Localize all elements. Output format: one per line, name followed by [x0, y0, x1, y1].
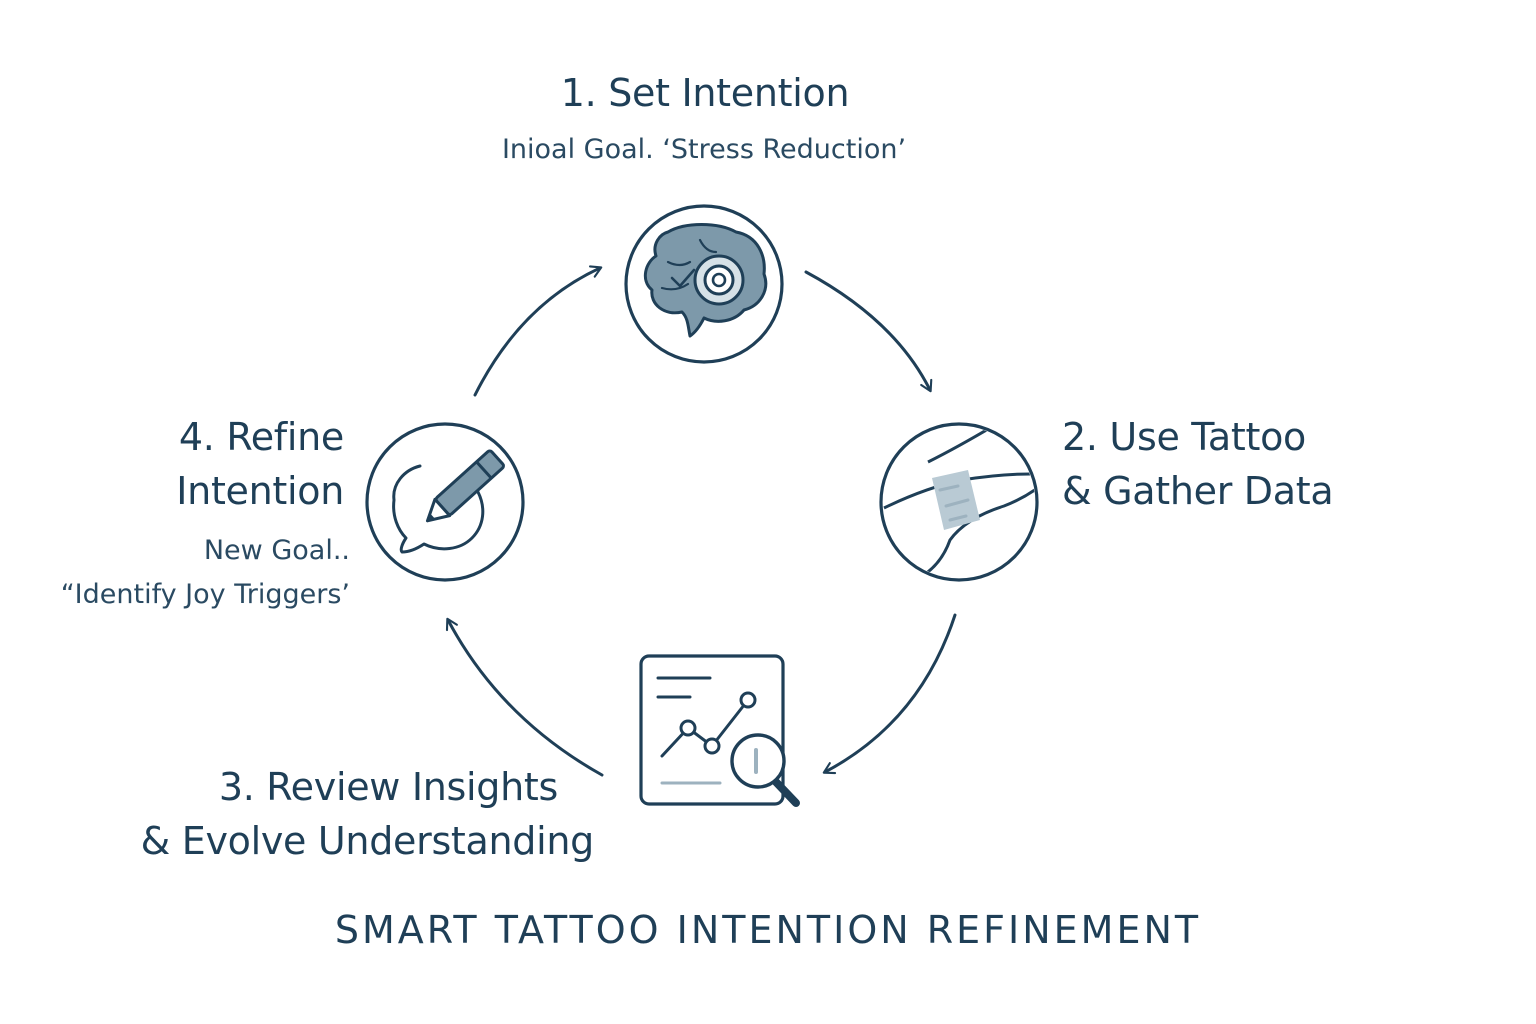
step4-subtitle-line2: “Identify Joy Triggers’ [60, 579, 350, 610]
step2-title-line1: 2. Use Tattoo [1062, 415, 1307, 459]
chart-magnifier-icon [639, 654, 800, 807]
pencil-bubble-icon [365, 422, 525, 582]
wrist-tattoo-icon [879, 422, 1039, 582]
step2-title-line2: & Gather Data [1062, 469, 1334, 513]
step4-title-line1: 4. Refine [178, 415, 344, 459]
arrow-step3-to-step4 [445, 617, 604, 777]
step1-subtitle: Inioal Goal. ‘Stress Reduction’ [501, 134, 907, 165]
arrow-step2-to-step3 [822, 613, 957, 775]
step3-title-line1: 3. Review Insights [218, 765, 558, 809]
arrow-step4-to-step1 [473, 265, 603, 397]
diagram-title: SMART TATTOO INTENTION REFINEMENT [334, 908, 1202, 952]
brain-target-icon [624, 204, 784, 364]
arrow-step1-to-step2 [804, 270, 933, 393]
step3-title-line2: & Evolve Understanding [140, 819, 595, 863]
step1-title: 1. Set Intention [560, 71, 850, 115]
step4-title-line2: Intention [176, 469, 344, 513]
step4-subtitle-line1: New Goal.. [203, 535, 350, 566]
